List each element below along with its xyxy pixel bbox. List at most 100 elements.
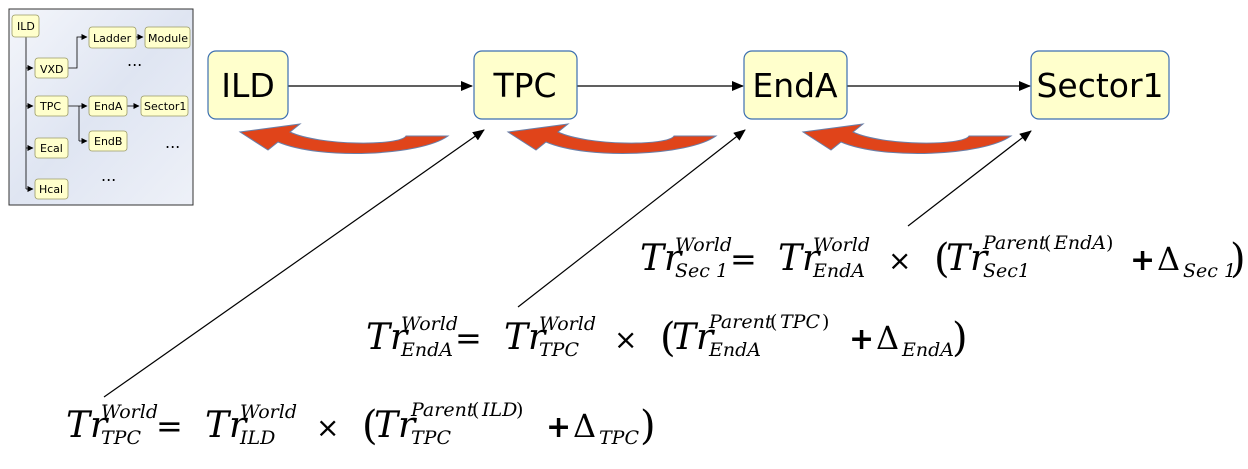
eq2-r1-sup: World	[539, 313, 596, 335]
eq3-r1-sup: World	[240, 401, 297, 423]
eq3-delta: Δ	[573, 407, 596, 445]
eq2-plus: +	[849, 322, 874, 357]
tree-label-module: Module	[148, 32, 188, 45]
eq1-r1-base: Tr	[778, 238, 821, 279]
eq2-r2-sup-lparen: (	[770, 311, 777, 333]
eq3-r2-sup-rparen: )	[516, 399, 523, 421]
eq2-lhs-sub: EndA	[400, 339, 453, 361]
eq1-paren-open: (	[934, 236, 950, 282]
eq1-lhs-sub: Sec 1	[675, 260, 728, 282]
eq1-r1-sup: World	[813, 234, 870, 256]
tree-ellipses: ... ... ...	[101, 51, 180, 185]
tree-box-module	[144, 26, 191, 49]
hierarchy-thumbnail: ILD VXD TPC Ecal Hcal Ladder Module EndA…	[8, 8, 194, 206]
node-sector1-label: Sector1	[1036, 66, 1163, 105]
node-tpc-label: TPC	[492, 66, 556, 105]
equation-sector1: Tr World Sec 1 = Tr World EndA × ( Tr Pa…	[640, 232, 1246, 282]
eq2-r2-sup-rparen: )	[822, 311, 829, 333]
tree-box-ecal	[34, 137, 69, 159]
curved-arrow-2	[506, 123, 718, 154]
tree-label-sector1: Sector1	[144, 100, 186, 113]
eq2-delta-sub: EndA	[901, 339, 954, 361]
tree-box-tpc	[34, 95, 69, 117]
eq2-paren-open: (	[660, 315, 676, 361]
pointer-enda-equation	[517, 129, 746, 308]
tree-box-enda	[88, 95, 128, 117]
eq1-delta: Δ	[1157, 240, 1180, 278]
eq2-equals: =	[455, 319, 482, 357]
eq1-plus: +	[1130, 243, 1155, 278]
curved-arrow-1	[238, 123, 450, 154]
tree-box-ladder	[88, 26, 137, 49]
tree-box-sector1	[140, 95, 189, 117]
eq1-r2-sup-word: Parent	[982, 232, 1047, 254]
tree-labels: ILD VXD TPC Ecal Hcal Ladder Module EndA…	[17, 20, 188, 196]
node-tpc: TPC	[473, 50, 578, 120]
eq3-r2-base: Tr	[374, 405, 417, 446]
eq1-r2-sup-rparen: )	[1106, 232, 1113, 254]
tree-label-enda: EndA	[94, 100, 123, 113]
eq2-r2-sub: EndA	[708, 339, 761, 361]
tree-label-ild: ILD	[17, 20, 35, 33]
chain-nodes: ILD TPC EndA Sector1	[207, 50, 1170, 120]
eq1-lhs-base: Tr	[640, 238, 683, 279]
tree-connectors	[25, 34, 144, 192]
eq3-plus: +	[546, 410, 571, 445]
eq2-paren-close: )	[952, 315, 968, 361]
eq2-delta: Δ	[876, 319, 899, 357]
tree-box-vxd	[34, 57, 69, 79]
tree-label-hcal: Hcal	[39, 183, 63, 196]
tree-ellipsis-tpc: ...	[165, 133, 180, 152]
eq3-equals: =	[156, 407, 183, 445]
eq3-paren-open: (	[362, 403, 378, 449]
equation-tpc: Tr World TPC = Tr World ILD × ( Tr Paren…	[66, 399, 656, 449]
node-sector1: Sector1	[1030, 50, 1170, 120]
eq1-r1-sub: EndA	[812, 260, 865, 282]
tree-ellipsis-ecal: ...	[101, 166, 116, 185]
eq2-r2-base: Tr	[672, 317, 715, 358]
eq1-r2-sub: Sec1	[983, 260, 1030, 282]
pointer-lines	[103, 129, 1032, 398]
tree-label-ecal: Ecal	[40, 142, 63, 155]
pointer-tpc-equation	[103, 129, 485, 398]
eq2-times: ×	[614, 323, 637, 356]
node-enda: EndA	[743, 50, 848, 120]
curved-arrows	[238, 123, 1013, 154]
eq3-lhs-sup: World	[101, 401, 158, 423]
eq1-r2-base: Tr	[946, 238, 989, 279]
eq2-lhs-sup: World	[401, 313, 458, 335]
node-ild: ILD	[207, 50, 289, 120]
eq2-r2-sup-word: Parent	[708, 311, 773, 333]
eq1-r2-sup-lparen: (	[1044, 232, 1051, 254]
eq1-paren-close: )	[1230, 236, 1246, 282]
eq2-r2-sup-arg: TPC	[780, 311, 820, 333]
eq3-delta-sub: TPC	[599, 427, 639, 449]
eq2-r1-base: Tr	[504, 317, 547, 358]
eq3-r2-sup-word: Parent	[410, 399, 475, 421]
eq3-r1-sub: ILD	[239, 427, 275, 449]
node-enda-label: EndA	[752, 66, 838, 105]
eq1-equals: =	[730, 240, 757, 278]
eq3-paren-close: )	[640, 403, 656, 449]
tree-label-endb: EndB	[94, 135, 122, 148]
equation-enda: Tr World EndA = Tr World TPC × ( Tr Pare…	[366, 311, 968, 361]
eq3-lhs-base: Tr	[66, 405, 109, 446]
tree-ellipsis-vxd: ...	[127, 51, 142, 70]
eq2-lhs-base: Tr	[366, 317, 409, 358]
tree-boxes	[11, 14, 191, 200]
eq1-delta-sub: Sec 1	[1183, 260, 1236, 282]
eq3-lhs-sub: TPC	[101, 427, 141, 449]
eq2-r1-sub: TPC	[539, 339, 579, 361]
tree-box-endb	[88, 130, 128, 152]
tree-box-hcal	[34, 178, 69, 200]
tree-label-tpc: TPC	[39, 100, 61, 113]
tree-label-ladder: Ladder	[93, 32, 132, 45]
tree-box-ild	[11, 14, 40, 38]
eq1-lhs-sup: World	[675, 234, 732, 256]
eq3-r2-sup-arg: ILD	[481, 399, 517, 421]
eq1-r2-sup-arg: EndA	[1053, 232, 1106, 254]
eq3-times: ×	[316, 411, 339, 444]
eq3-r1-base: Tr	[205, 405, 248, 446]
eq3-r2-sup-lparen: (	[472, 399, 479, 421]
